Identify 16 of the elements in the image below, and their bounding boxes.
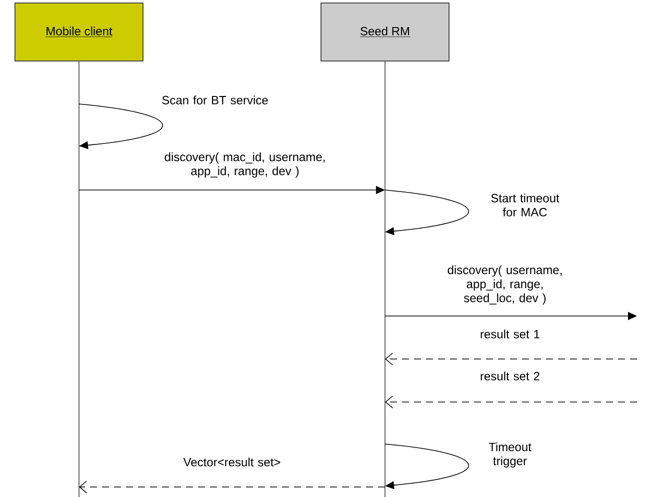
lifeline-box: Seed RM [320, 2, 450, 62]
self-arrow [78, 104, 163, 150]
edge-label: Start timeout for MAC [491, 194, 560, 216]
dashed-arrow [385, 396, 638, 408]
edge-label: Vector<result set> [183, 458, 280, 466]
edge-label: Timeout trigger [488, 442, 532, 468]
edge-label: result set 2 [480, 372, 540, 380]
self-arrow [384, 190, 469, 236]
lifeline-box: Mobile client [14, 2, 144, 62]
edge-label: result set 1 [480, 330, 540, 338]
edge-label: Scan for BT service [162, 96, 268, 104]
dashed-arrow [79, 480, 386, 494]
edge-label: discovery( mac_id, username, app_id, range, dev ) [164, 152, 325, 178]
dashed-arrow [385, 352, 638, 366]
edge-label: discovery( username, app_id, range, seed_loc, dev ) [448, 265, 562, 305]
self-arrow [384, 444, 469, 490]
